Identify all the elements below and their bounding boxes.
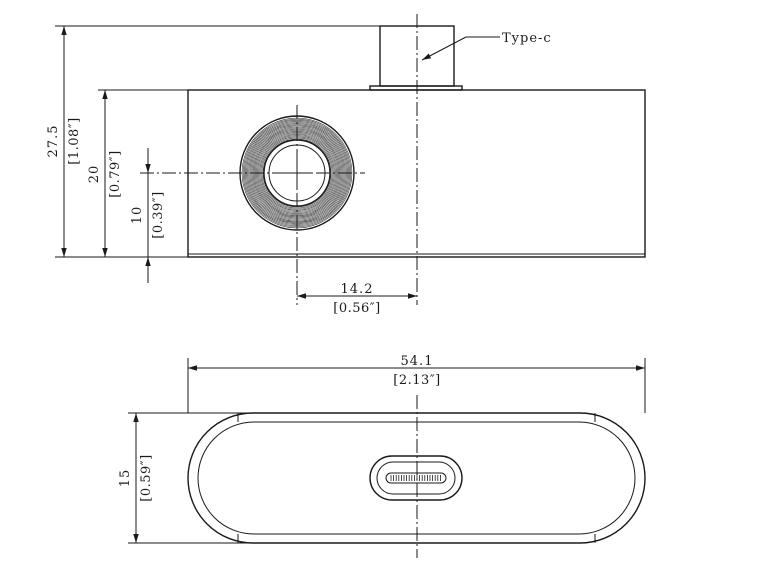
dim-lens-center-height-inch: [0.39″] <box>151 191 166 238</box>
dim-height-total: 27.5 [1.08″] <box>46 26 82 257</box>
usb-c-port <box>369 455 463 501</box>
dim-lens-offset-inch: [0.56″] <box>333 301 380 316</box>
dim-lens-center-height: 10 [0.39″] <box>130 148 166 283</box>
dim-depth-mm: 15 <box>118 469 133 488</box>
type-c-callout: Type-c <box>421 31 552 61</box>
dim-width-mm: 54.1 <box>401 354 434 369</box>
dim-height-total-inch: [1.08″] <box>67 117 82 164</box>
front-view: Type-c 27.5 [1.08″] 20 [0.79″] 10 [0.39″… <box>46 14 646 316</box>
bottom-view: 54.1 [2.13″] 15 [0.59″] <box>118 354 646 558</box>
dim-depth-inch: [0.59″] <box>139 454 154 501</box>
usb-connector-front <box>369 25 463 91</box>
dim-height-body-mm: 20 <box>87 165 102 184</box>
dim-height-body-inch: [0.79″] <box>108 150 123 197</box>
dim-depth: 15 [0.59″] <box>118 413 154 543</box>
dim-height-total-mm: 27.5 <box>46 125 61 158</box>
dim-width-inch: [2.13″] <box>393 373 440 388</box>
dim-width: 54.1 [2.13″] <box>188 354 645 388</box>
dim-lens-offset-mm: 14.2 <box>341 282 374 297</box>
dim-lens-center-height-mm: 10 <box>130 206 145 225</box>
dim-height-body: 20 [0.79″] <box>87 90 123 257</box>
type-c-label: Type-c <box>502 31 552 46</box>
dim-lens-offset: 14.2 [0.56″] <box>297 282 417 316</box>
